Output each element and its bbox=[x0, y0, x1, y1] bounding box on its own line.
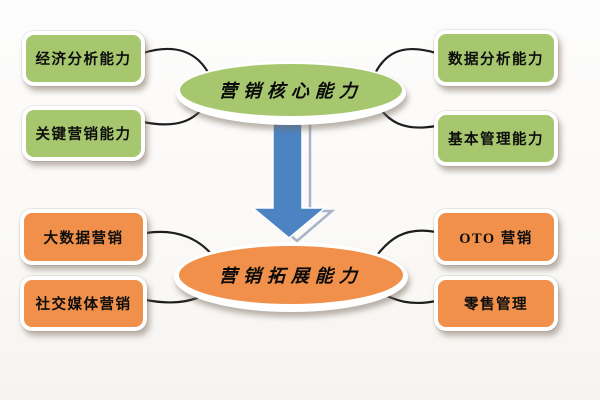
connector-economic-to-core bbox=[141, 47, 212, 78]
node-data-analysis: 数据分析能力 bbox=[434, 30, 558, 86]
node-oto-marketing: OTO 营销 bbox=[434, 209, 558, 265]
node-label: 大数据营销 bbox=[43, 230, 124, 247]
node-socialmedia-marketing: 社交媒体营销 bbox=[20, 276, 147, 331]
expansion-capability-label: 营销拓展能力 bbox=[218, 266, 364, 286]
node-label: 社交媒体营销 bbox=[35, 297, 132, 313]
node-label: 基本管理能力 bbox=[448, 132, 544, 148]
node-label: 关键营销能力 bbox=[35, 127, 132, 143]
core-capability-label: 营销核心能力 bbox=[218, 81, 364, 101]
node-label: OTO 营销 bbox=[459, 230, 533, 247]
connector-bigdata-to-expansion bbox=[144, 230, 215, 258]
node-key-marketing: 关键营销能力 bbox=[22, 106, 145, 161]
connector-oto-to-expansion bbox=[373, 229, 438, 260]
node-label: 经济分析能力 bbox=[35, 52, 132, 68]
node-basic-management: 基本管理能力 bbox=[434, 111, 558, 166]
connector-group bbox=[141, 47, 438, 305]
core-capability-ellipse: 营销核心能力 bbox=[180, 64, 402, 116]
node-label: 数据分析能力 bbox=[448, 51, 544, 68]
node-retail-management: 零售管理 bbox=[434, 276, 558, 331]
node-economic-analysis: 经济分析能力 bbox=[22, 31, 145, 86]
down-arrow-icon bbox=[250, 111, 328, 239]
expansion-capability-ellipse: 营销拓展能力 bbox=[179, 246, 403, 304]
node-bigdata-marketing: 大数据营销 bbox=[20, 209, 147, 265]
node-label: 零售管理 bbox=[464, 297, 528, 313]
